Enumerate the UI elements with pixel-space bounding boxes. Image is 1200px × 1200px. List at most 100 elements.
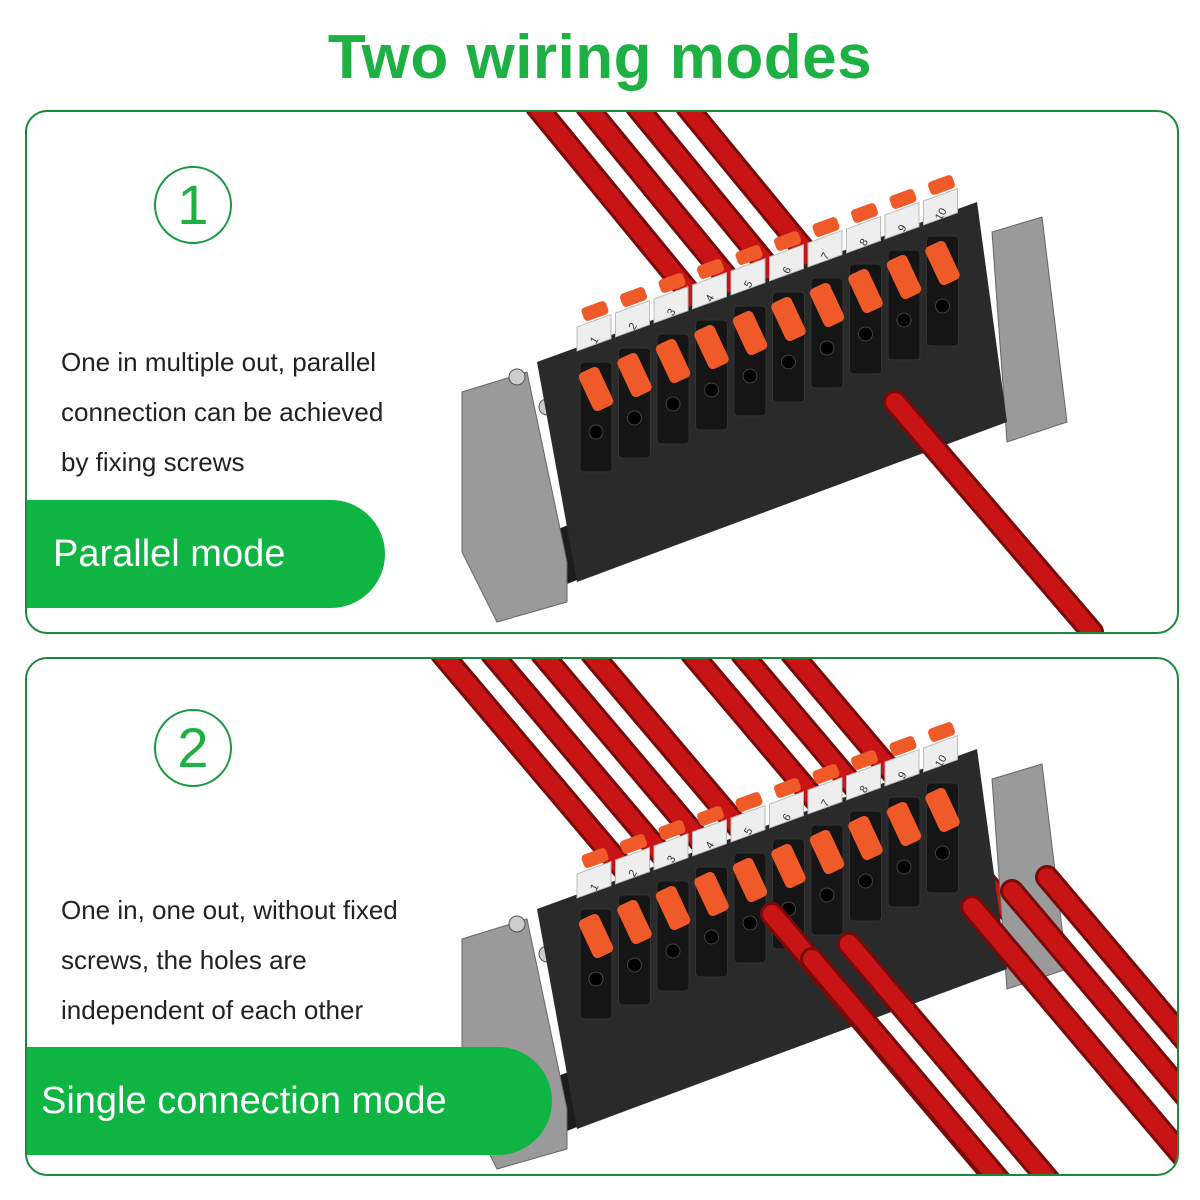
- wire-hole: [665, 396, 681, 412]
- wire-hole: [819, 340, 835, 356]
- terminal-number: 1: [588, 335, 601, 346]
- orange-lever: [928, 722, 955, 742]
- terminal-number: 6: [781, 812, 794, 823]
- orange-lever: [771, 843, 806, 889]
- terminal-number: 2: [627, 321, 640, 332]
- terminal-number: 8: [858, 237, 871, 248]
- orange-lever: [697, 259, 724, 279]
- terminal-label-tag: [807, 776, 843, 815]
- terminal-label-tag: [884, 201, 920, 240]
- orange-lever: [812, 764, 840, 784]
- orange-lever: [774, 778, 801, 798]
- orange-lever: [658, 820, 686, 840]
- terminal-label-tag: [576, 860, 612, 899]
- orange-lever: [581, 301, 609, 321]
- orange-lever: [928, 175, 955, 195]
- terminal-label-tag: [615, 846, 650, 885]
- terminal-label-tag: [769, 243, 804, 282]
- description-line: by fixing screws: [61, 447, 245, 477]
- description-line: screws, the holes are: [61, 945, 307, 975]
- orange-lever: [694, 324, 729, 370]
- orange-lever: [809, 282, 845, 328]
- terminal-label-tag: [653, 832, 689, 871]
- orange-lever: [925, 787, 960, 833]
- orange-lever: [617, 899, 652, 945]
- orange-lever: [848, 815, 883, 861]
- description-line: One in, one out, without fixed: [61, 895, 398, 925]
- terminal-label-tag: [846, 762, 881, 801]
- terminal-number: 5: [742, 279, 755, 290]
- terminal-number: 3: [665, 854, 678, 865]
- orange-lever: [655, 338, 691, 384]
- orange-lever: [886, 254, 922, 300]
- terminal-number: 10: [933, 206, 950, 223]
- orange-lever: [851, 750, 878, 770]
- orange-lever: [735, 792, 763, 812]
- terminal-number: 4: [704, 293, 717, 304]
- orange-lever: [694, 871, 729, 917]
- terminal-number: 10: [933, 753, 950, 770]
- wire-hole: [704, 929, 719, 945]
- terminal-label-tag: [730, 257, 766, 296]
- terminal-number: 9: [896, 770, 909, 781]
- terminal-label-tag: [692, 818, 727, 857]
- orange-lever: [809, 829, 845, 875]
- terminal-number: 7: [819, 798, 832, 809]
- description-line: One in multiple out, parallel: [61, 347, 377, 377]
- terminal-number: 4: [704, 840, 717, 851]
- wire-hole: [896, 859, 912, 875]
- step-number-badge: 2: [154, 709, 232, 787]
- orange-lever: [732, 857, 768, 903]
- wire-hole: [588, 424, 604, 440]
- mode-label-pill: Single connection mode: [27, 1047, 552, 1155]
- orange-lever: [851, 203, 878, 223]
- orange-lever: [697, 806, 724, 826]
- orange-lever: [735, 245, 763, 265]
- orange-lever: [658, 273, 686, 293]
- red-wire: [803, 950, 1006, 1174]
- terminal-number: 8: [858, 784, 871, 795]
- orange-lever: [925, 240, 960, 286]
- red-wire: [1003, 882, 1177, 1100]
- step-number-badge: 1: [154, 166, 232, 244]
- end-bracket: [461, 371, 568, 623]
- terminal-label-tag: [730, 804, 766, 843]
- wire-hole: [935, 298, 950, 314]
- terminal-label-tag: [653, 285, 689, 324]
- terminal-label-tag: [884, 748, 920, 787]
- orange-lever: [578, 913, 614, 959]
- page-title: Two wiring modes: [327, 23, 873, 92]
- mode-label-pill: Parallel mode: [27, 500, 385, 608]
- terminal-number: 5: [742, 826, 755, 837]
- wire-hole: [935, 845, 950, 861]
- terminal-label-tag: [615, 299, 650, 338]
- wire-hole: [588, 971, 604, 987]
- orange-lever: [889, 736, 917, 756]
- orange-lever: [774, 231, 801, 251]
- terminal-number: 1: [588, 882, 601, 893]
- orange-lever: [812, 217, 840, 237]
- terminal-label-tag: [846, 215, 881, 254]
- terminal-label-tag: [923, 734, 958, 773]
- description-line: connection can be achieved: [61, 397, 384, 427]
- wire-hole: [627, 957, 642, 973]
- orange-lever: [620, 287, 647, 307]
- terminal-label-tag: [769, 790, 804, 829]
- orange-lever: [617, 352, 652, 398]
- terminal-number: 6: [781, 265, 794, 276]
- mode-description: One in multiple out, parallel connection…: [61, 337, 383, 487]
- terminal-label-tag: [807, 229, 843, 268]
- wire-hole: [742, 915, 758, 931]
- wire-hole: [858, 873, 873, 889]
- orange-lever: [578, 366, 614, 412]
- wire-hole: [627, 410, 642, 426]
- wire-hole: [742, 368, 758, 384]
- orange-lever: [655, 885, 691, 931]
- terminal-label-tag: [576, 313, 612, 352]
- orange-lever: [732, 310, 768, 356]
- screw-icon: [508, 915, 526, 933]
- mode-description: One in, one out, without fixed screws, t…: [61, 885, 398, 1035]
- wire-hole: [781, 354, 796, 370]
